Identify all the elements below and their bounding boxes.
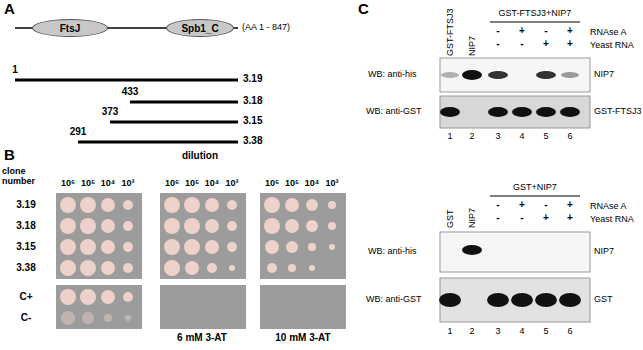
residue-number: 1 — [12, 64, 18, 76]
band-label: NIP7 — [594, 246, 614, 256]
blot-band — [462, 245, 482, 255]
lane-number: 3 — [495, 131, 500, 141]
treatment-sign: + — [519, 25, 525, 37]
western-blot — [440, 58, 590, 92]
lane-number: 4 — [519, 326, 524, 336]
domain-name: FtsJ — [60, 23, 81, 34]
western-blot — [440, 278, 590, 322]
condition-label: 6 mM 3-AT — [177, 332, 227, 344]
dilution-value: 10⁵ — [185, 178, 199, 188]
lane-label: NIP7 — [467, 208, 477, 228]
dilution-value: 10⁴ — [205, 178, 219, 188]
clone-number: 3.15 — [243, 115, 262, 127]
residue-number: 373 — [102, 106, 119, 118]
dilution-value: 10³ — [121, 178, 134, 188]
lane-number: 6 — [567, 326, 572, 336]
clone-label: C- — [21, 312, 32, 324]
blot-bands — [441, 70, 579, 80]
construct-bars — [15, 80, 238, 142]
western-blot — [440, 232, 590, 272]
lane-number: 1 — [447, 326, 452, 336]
treatment-sign: + — [567, 38, 573, 50]
treatment-sign: - — [520, 38, 523, 50]
column-header: clone number — [2, 166, 44, 187]
treatment-sign: + — [519, 199, 525, 211]
clone-number: 3.38 — [243, 135, 262, 147]
antibody-label: WB: anti-his — [368, 246, 417, 256]
dilution-value: 10⁶ — [265, 178, 279, 188]
blot-bands — [439, 293, 581, 307]
clone-label: 3.38 — [16, 262, 35, 274]
dilution-label: dilution — [182, 150, 218, 162]
lane-number: 6 — [567, 131, 572, 141]
residue-number: 433 — [122, 86, 139, 98]
band-label: GST-FTSJ3 — [594, 106, 642, 116]
clone-label: 3.18 — [16, 220, 35, 232]
dilution-value: 10³ — [225, 178, 238, 188]
dilution-value: 10⁵ — [285, 178, 299, 188]
residue-number: 291 — [70, 126, 87, 138]
condition-label: 10 mM 3-AT — [275, 332, 330, 344]
treatment-sign: - — [496, 38, 499, 50]
western-blot — [440, 96, 590, 128]
treatment-label: RNAse A — [590, 27, 627, 37]
domain-name: Spb1_C — [181, 23, 218, 34]
yeast-spots — [60, 197, 336, 325]
clone-label: 3.19 — [16, 199, 35, 211]
treatment-sign: + — [567, 199, 573, 211]
yeast-plates — [56, 193, 346, 329]
treatment-label: RNAse A — [590, 201, 627, 211]
group-label: GST-FTSJ3+NIP7 — [499, 8, 572, 18]
dilution-value: 10³ — [325, 178, 338, 188]
panel-letter: B — [4, 146, 15, 163]
treatment-sign: - — [496, 199, 499, 211]
panel-letter: A — [4, 0, 15, 17]
clone-number: 3.18 — [243, 95, 262, 107]
treatment-sign: - — [544, 25, 547, 37]
treatment-sign: + — [543, 38, 549, 50]
antibody-label: WB: anti-GST — [366, 106, 422, 116]
lane-number: 5 — [543, 131, 548, 141]
lane-label: NIP7 — [467, 36, 477, 56]
treatment-sign: - — [520, 212, 523, 224]
treatment-label: Yeast RNA — [590, 40, 634, 50]
treatment-sign: - — [496, 25, 499, 37]
blot-bands — [440, 107, 580, 117]
clone-label: 3.15 — [16, 241, 35, 253]
clone-label: C+ — [19, 291, 32, 303]
antibody-label: WB: anti-his — [368, 69, 417, 79]
lane-number: 1 — [447, 131, 452, 141]
band-label: NIP7 — [594, 69, 614, 79]
lane-number: 3 — [495, 326, 500, 336]
band-label: GST — [594, 294, 613, 304]
group-line — [490, 22, 580, 23]
group-line — [490, 196, 580, 197]
clone-number: 3.19 — [243, 73, 262, 85]
panel-letter: C — [358, 0, 369, 17]
domain-ellipse: Spb1_C — [166, 19, 234, 37]
lane-number: 2 — [469, 131, 474, 141]
group-label: GST+NIP7 — [513, 182, 557, 192]
treatment-sign: - — [496, 212, 499, 224]
treatment-label: Yeast RNA — [590, 214, 634, 224]
dilution-value: 10⁶ — [165, 178, 179, 188]
dilution-value: 10⁵ — [81, 178, 95, 188]
lane-number: 2 — [469, 326, 474, 336]
dilution-value: 10⁶ — [61, 178, 75, 188]
domain-ellipse: FtsJ — [32, 19, 108, 37]
treatment-sign: - — [544, 199, 547, 211]
treatment-sign: + — [543, 212, 549, 224]
dilution-value: 10⁴ — [101, 178, 115, 188]
treatment-sign: + — [567, 25, 573, 37]
dilution-value: 10⁴ — [305, 178, 319, 188]
treatment-sign: + — [567, 212, 573, 224]
lane-number: 4 — [519, 131, 524, 141]
antibody-label: WB: anti-GST — [366, 294, 422, 304]
lane-number: 5 — [543, 326, 548, 336]
protein-length: (AA 1 - 847) — [242, 22, 290, 32]
lane-label: GST — [445, 209, 455, 228]
lane-label: GST-FTSJ3 — [445, 8, 455, 56]
